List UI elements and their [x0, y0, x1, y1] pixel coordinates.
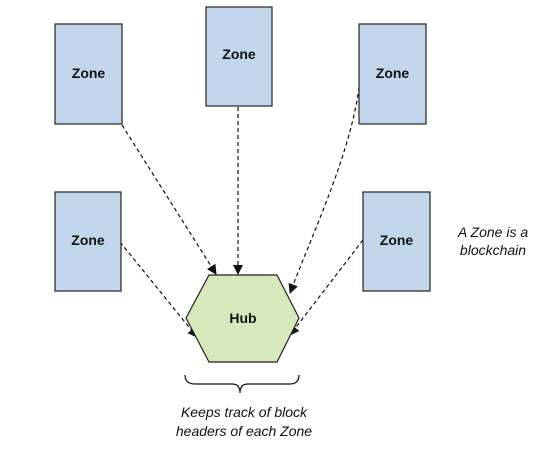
hub-label: Hub: [229, 310, 256, 326]
zone-top-right: Zone: [358, 23, 427, 125]
hub-brace: [184, 374, 300, 394]
edge-zone-top-left-to-hub: [121, 124, 217, 275]
edge-zone-top-right-to-hub: [288, 79, 361, 294]
hub-description-line-2: headers of each Zone: [176, 423, 312, 439]
zone-label: Zone: [71, 232, 105, 248]
zone-definition-line-2: blockchain: [460, 242, 526, 258]
edge-zone-mid-right-to-hub: [289, 239, 364, 336]
zone-mid-left: Zone: [54, 191, 122, 292]
zone-definition-line-1: A Zone is a: [457, 224, 529, 240]
zone-box: [54, 23, 123, 125]
hub-description-note: Keeps track of block headers of each Zon…: [176, 404, 312, 439]
hub: Hub: [185, 274, 300, 363]
zone-top-left: Zone: [54, 23, 123, 125]
zone-mid-right: Zone: [362, 191, 431, 292]
zone-label: Zone: [376, 65, 410, 81]
edges: [119, 79, 364, 338]
hub-hexagon: [185, 274, 300, 363]
zone-box: [362, 191, 431, 292]
zone-definition-note: A Zone is a blockchain: [457, 224, 529, 258]
zone-box: [358, 23, 427, 125]
zone-top-center: Zone: [205, 6, 273, 107]
edge-zone-mid-left-to-hub: [119, 241, 198, 338]
zone-box: [205, 6, 273, 107]
zone-label: Zone: [72, 65, 106, 81]
zone-label: Zone: [222, 46, 256, 62]
zone-box: [54, 191, 122, 292]
hub-description-line-1: Keeps track of block: [181, 404, 308, 420]
zone-label: Zone: [380, 232, 414, 248]
